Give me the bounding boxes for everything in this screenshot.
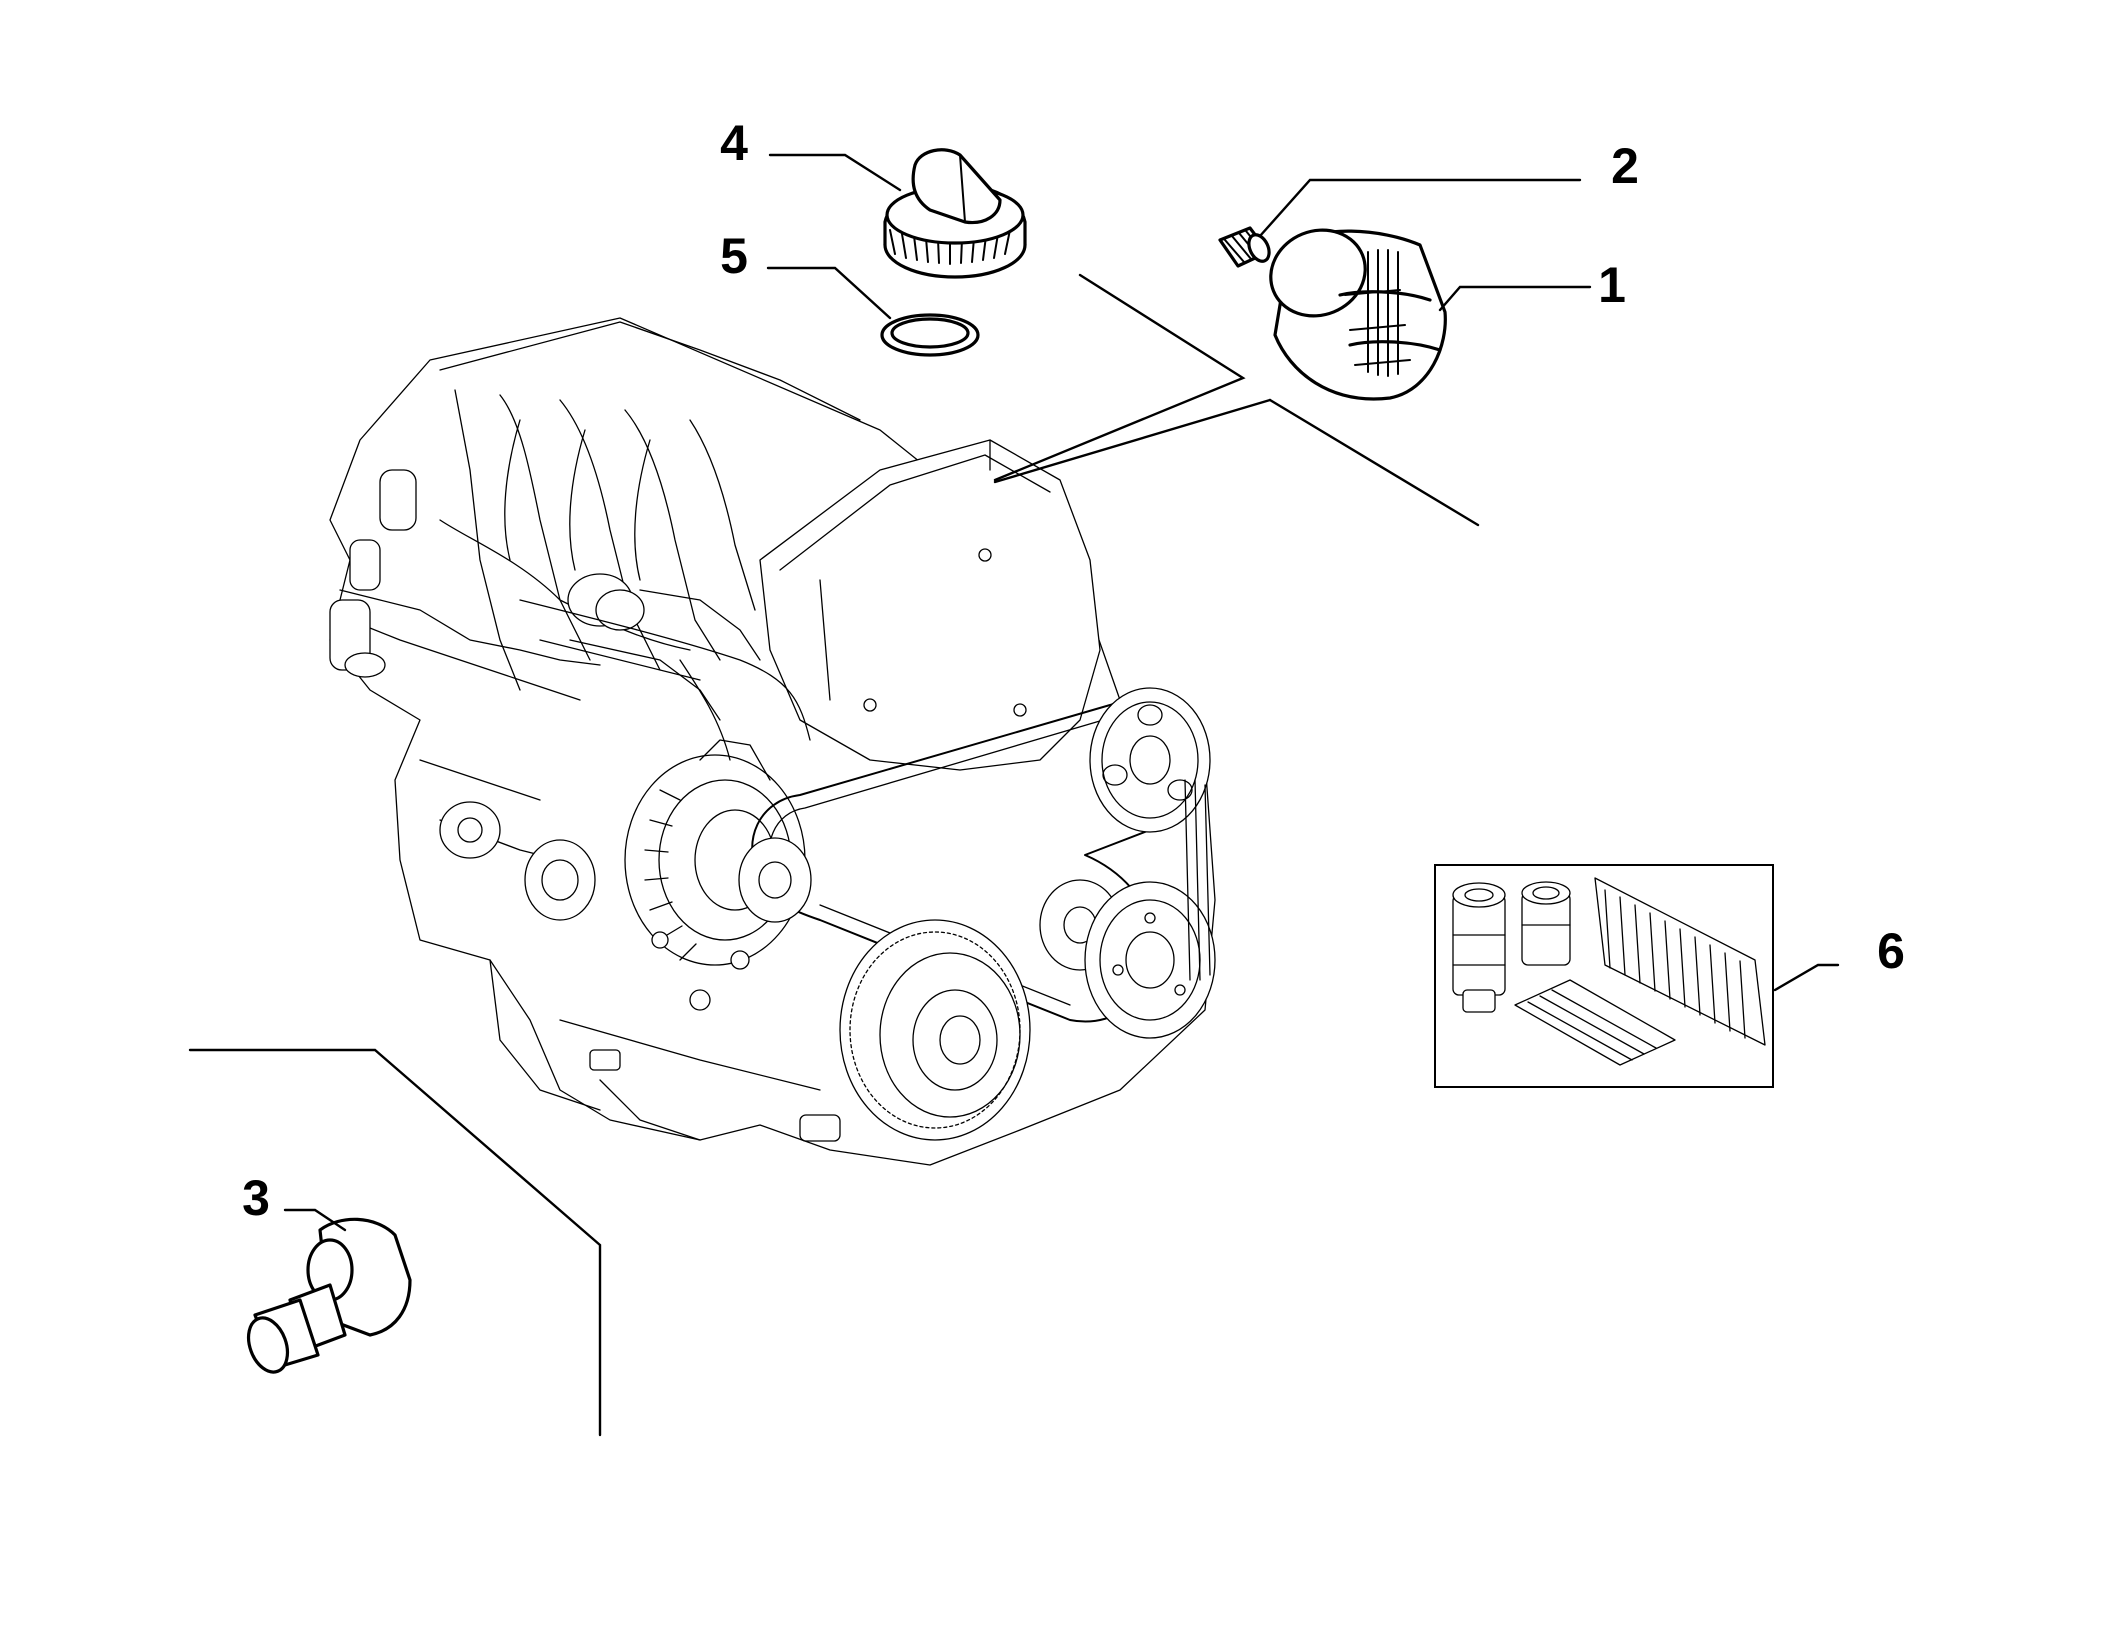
oil-filler-cap-part <box>883 148 1027 279</box>
callout-1: 1 <box>1598 257 1626 313</box>
bracket-lower <box>188 1048 602 1437</box>
leader-4 <box>768 153 902 192</box>
power-steering-pulley <box>1089 687 1211 833</box>
gasket-ring-part <box>880 313 980 357</box>
crankshaft-pulley <box>839 919 1031 1141</box>
intake-manifold <box>329 321 861 701</box>
callout-4: 4 <box>720 115 748 171</box>
callout-5: 5 <box>720 228 748 284</box>
timing-cover <box>759 439 1101 771</box>
leader-6 <box>1773 963 1840 992</box>
threaded-nipple-part <box>1218 226 1271 268</box>
leader-5 <box>766 266 892 320</box>
bracket-upper <box>993 273 1246 482</box>
engine-assembly <box>329 317 1216 1166</box>
filter-kit-part <box>1434 864 1774 1088</box>
oil-pressure-sender-part <box>246 1217 412 1374</box>
callout-3: 3 <box>242 1170 270 1226</box>
leader-3 <box>283 1208 347 1232</box>
water-pump-pulley <box>1084 881 1216 1039</box>
callout-6: 6 <box>1877 923 1905 979</box>
throttle-body <box>567 573 761 721</box>
callout-2: 2 <box>1611 138 1639 194</box>
wiring-harness <box>519 599 811 761</box>
bracket-upper-2 <box>1268 398 1480 527</box>
leader-1 <box>1438 285 1592 312</box>
oil-filter-part <box>1269 228 1447 401</box>
leader-lines <box>188 153 1840 1437</box>
lower-block <box>419 759 841 1142</box>
radiator-fins <box>1184 779 1211 981</box>
callout-labels: 1 2 3 4 5 6 <box>242 115 1905 1226</box>
bracket-upper-3 <box>993 398 1272 484</box>
leader-2 <box>1258 178 1582 238</box>
